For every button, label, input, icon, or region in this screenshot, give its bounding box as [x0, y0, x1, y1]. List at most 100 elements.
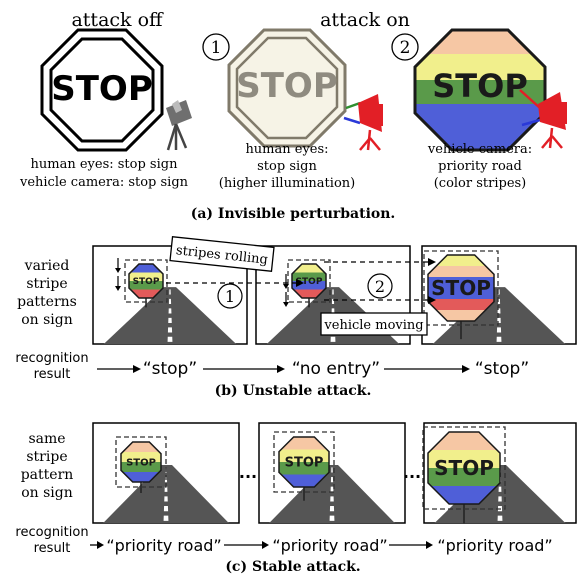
dashed-arrow-head — [428, 296, 436, 304]
lane-marking — [330, 496, 334, 502]
mid-caption-3: (higher illumination) — [219, 176, 355, 191]
projector-icon — [343, 94, 383, 151]
panel-a: attack off attack on STOP human eyes: st… — [19, 9, 567, 222]
road — [103, 465, 229, 523]
right-caption-2: priority road — [438, 159, 522, 174]
circled-number-2: 2 — [367, 273, 393, 299]
lane-marking — [329, 515, 335, 521]
detection-box — [124, 259, 168, 303]
row-label-b-4: on sign — [21, 312, 73, 328]
sign-text: STOP — [236, 66, 338, 106]
caption-c: (c) Stable attack. — [225, 559, 360, 575]
svg-text:1: 1 — [211, 38, 222, 58]
result-b-2: “no entry” — [292, 359, 380, 379]
sign-outline — [128, 263, 164, 299]
stop-sign-plain: STOP — [40, 28, 164, 152]
scene-frame-c-2: STOP — [258, 422, 406, 524]
lane-marking — [168, 317, 172, 323]
sign-text: STOP — [432, 67, 528, 105]
recognition-label-b-2: result — [34, 367, 71, 382]
sign-outline — [427, 254, 495, 322]
sign-text: STOP — [434, 456, 494, 480]
mid-caption-2: stop sign — [257, 159, 317, 174]
result-c-1: “priority road” — [106, 536, 221, 555]
dashed-arrow-head — [428, 258, 436, 266]
result-c-3: “priority road” — [437, 536, 552, 555]
projector-icon — [519, 89, 567, 149]
circled-number-1: 1 — [202, 33, 230, 61]
panel-c: same stripe pattern on sign STOP STOP STOP… — [15, 422, 577, 575]
result-arrow-head — [426, 541, 433, 549]
lane-marking — [168, 308, 172, 314]
ellipsis-1: ... — [239, 463, 257, 482]
circled-number-2: 2 — [391, 33, 419, 61]
result-arrow-head — [277, 365, 285, 373]
stripes-rolling-label: stripes rolling — [169, 236, 275, 272]
lane-marking — [168, 298, 172, 305]
caption-a: (a) Invisible perturbation. — [191, 206, 396, 222]
row-label-c-4: on sign — [21, 485, 73, 501]
svg-text:vehicle moving: vehicle moving — [323, 318, 423, 333]
row-label-c-2: stripe — [26, 449, 67, 465]
right-caption-3: (color stripes) — [434, 176, 527, 191]
detection-box — [273, 431, 335, 493]
lane-marking — [163, 505, 169, 512]
lane-marking — [169, 289, 171, 295]
result-arrow-head — [462, 365, 470, 373]
row-label-b-1: varied — [24, 258, 70, 274]
dashed-arrow-head — [296, 279, 304, 287]
result-b-1: “stop” — [143, 359, 197, 379]
stop-sign-striped: STOP — [413, 28, 547, 152]
result-arrow-head — [97, 541, 104, 549]
circled-number-1: 1 — [217, 283, 243, 309]
detection-box — [115, 436, 167, 488]
sign-text: STOP — [126, 458, 156, 469]
lane-marking — [329, 505, 335, 512]
row-label-c-1: same — [28, 431, 65, 447]
sign-text: STOP — [285, 456, 324, 471]
result-c-2: “priority road” — [272, 536, 387, 555]
detection-box — [287, 259, 331, 303]
sign-outline — [278, 436, 330, 488]
lane-marking — [167, 327, 173, 333]
sign-text: STOP — [51, 69, 153, 109]
lane-marking — [497, 515, 503, 521]
svg-text:1: 1 — [225, 287, 235, 306]
lane-marking — [167, 336, 173, 342]
stop-sign-illuminated: STOP — [227, 28, 347, 148]
lane-marking — [330, 486, 334, 492]
mid-caption-1: human eyes: — [245, 142, 328, 157]
attack-on-label: attack on — [320, 9, 410, 31]
road — [432, 287, 566, 344]
result-arrow-head — [262, 541, 269, 549]
row-label-b-2: stripe — [26, 276, 67, 292]
row-label-c-3: pattern — [21, 467, 74, 483]
lane-marking — [330, 336, 336, 342]
detection-box — [422, 426, 506, 510]
svg-text:2: 2 — [400, 38, 411, 58]
lane-marking — [163, 515, 169, 521]
ellipsis-2: ... — [403, 463, 421, 482]
sign-text: STOP — [431, 276, 491, 300]
scene-frame-c-1: STOP — [92, 422, 240, 524]
sign-stripes — [121, 442, 161, 482]
rolling-arrows — [115, 258, 289, 307]
left-caption-1: human eyes: stop sign — [31, 157, 179, 172]
sign-outline — [427, 431, 501, 505]
lane-marking — [498, 496, 502, 502]
lane-marking — [498, 486, 502, 492]
right-caption-1: vehicle camera: — [427, 142, 532, 157]
sign-stripes — [428, 432, 500, 504]
caption-b: (b) Unstable attack. — [215, 383, 372, 399]
road — [269, 465, 395, 523]
scene-frame-b-3: STOP — [421, 245, 577, 345]
lane-marking — [496, 336, 502, 342]
recognition-label-c-1: recognition — [15, 525, 88, 540]
sign-text: STOP — [296, 277, 323, 287]
lane-marking — [330, 476, 334, 483]
row-label-b-3: patterns — [17, 294, 77, 310]
result-arrow-head — [133, 365, 141, 373]
sign-stripes — [428, 255, 494, 321]
